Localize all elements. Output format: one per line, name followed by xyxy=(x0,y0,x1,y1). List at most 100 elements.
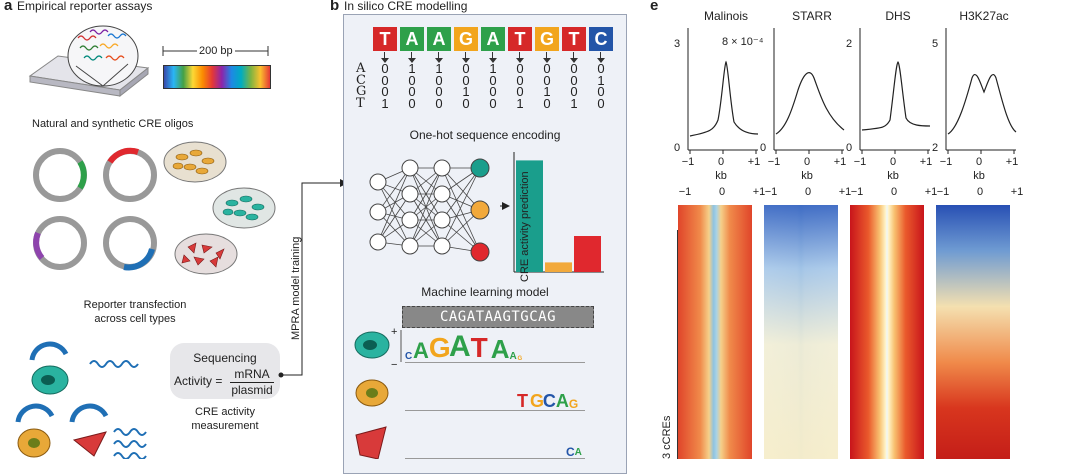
logo-letter: A xyxy=(555,391,569,411)
matrix-cell: 0 xyxy=(381,72,389,88)
matrix-cell: 1 xyxy=(597,72,605,88)
oligos-label: Natural and synthetic CRE oligos xyxy=(32,118,194,130)
logo-letter: T xyxy=(470,332,488,363)
profile-x-tick-label: −1 xyxy=(939,156,953,168)
panel-a-title: Empirical reporter assays xyxy=(17,0,153,13)
heatmap xyxy=(850,205,924,459)
profile-curve xyxy=(775,72,845,135)
fraction-line xyxy=(230,382,274,383)
matrix-row-label: A xyxy=(356,61,366,76)
sequence-letter: A xyxy=(400,27,424,51)
profile-exponent: 8 × 10⁻⁴ xyxy=(722,36,764,48)
matrix-cell: 0 xyxy=(516,61,524,76)
sequence-arrow xyxy=(465,52,466,60)
motif-cell-icons xyxy=(354,331,390,459)
logo-letter: A xyxy=(449,330,471,363)
prediction-axis-label: CRE activity prediction xyxy=(519,171,531,282)
matrix-cell: 1 xyxy=(543,84,551,99)
sequence-arrow-head xyxy=(408,58,416,63)
plus-minus-axis xyxy=(400,330,402,362)
oligo-color-bar xyxy=(163,65,271,89)
matrix-cell: 0 xyxy=(408,72,416,88)
transfected-cells-illustration xyxy=(15,341,147,459)
nn-node xyxy=(401,159,419,177)
nn-node xyxy=(401,237,419,255)
profile-plot xyxy=(859,28,931,154)
matrix-cell: 0 xyxy=(597,61,605,76)
matrix-cell: 1 xyxy=(435,61,443,76)
minus-label: − xyxy=(391,359,398,371)
nn-edge xyxy=(441,167,481,253)
sequence-letter: T xyxy=(508,27,532,51)
sequence-arrow xyxy=(519,52,520,60)
logo-letter: A xyxy=(509,351,517,362)
profile-x-tick-label: +1 xyxy=(833,156,847,168)
profile-y-tick: 0 xyxy=(674,142,681,154)
prediction-bar xyxy=(574,236,601,272)
logo-letter: C xyxy=(542,391,556,411)
profile-x-tick-label: 0 xyxy=(803,156,811,168)
profile-title: STARR xyxy=(792,9,832,23)
nn-node xyxy=(369,173,387,191)
matrix-cell: 0 xyxy=(543,95,551,111)
logo-letter: A xyxy=(574,447,582,458)
nn-edge xyxy=(441,167,481,221)
kb-label: kb xyxy=(715,170,727,182)
logo-letter: G xyxy=(428,332,451,363)
heatmap-x-tick-label: +1 xyxy=(1010,186,1024,198)
matrix-cell: 0 xyxy=(570,61,578,76)
matrix-cell: 0 xyxy=(597,95,605,111)
microarray-chip-illustration xyxy=(28,25,150,98)
heatmap xyxy=(678,205,752,459)
nn-edge xyxy=(409,193,443,247)
heatmap-x-tick-label: +1 xyxy=(752,186,766,198)
panel-b-letter: b xyxy=(330,0,340,14)
heatmap-x-tick-label: −1 xyxy=(678,186,692,198)
profile-curve xyxy=(861,61,931,131)
matrix-row-label: T xyxy=(356,95,365,111)
encoding-label: One-hot sequence encoding xyxy=(409,128,561,142)
cre-bracket xyxy=(677,230,678,459)
logo-baseline xyxy=(405,410,585,411)
heatmap-x-tick-label: 0 xyxy=(718,186,726,198)
profile-x-tick-label: +1 xyxy=(919,156,933,168)
cre-count-label: 3 cCREs xyxy=(661,415,673,459)
nn-node xyxy=(401,185,419,203)
training-label: MPRA model training xyxy=(290,236,302,340)
profile-y-tick: 2 xyxy=(932,142,939,154)
sequence-arrow xyxy=(411,52,412,60)
nn-node xyxy=(433,185,451,203)
plus-label: + xyxy=(391,326,398,338)
matrix-cell: 0 xyxy=(543,61,551,76)
measure-label-2: measurement xyxy=(191,420,259,432)
heatmap-x-tick-label: −1 xyxy=(764,186,778,198)
nn-edge xyxy=(377,167,411,213)
nn-edge xyxy=(409,167,443,221)
sequence-arrow xyxy=(600,52,601,60)
nn-edge xyxy=(441,193,481,253)
nn-node xyxy=(369,203,387,221)
matrix-cell: 0 xyxy=(381,61,389,76)
nn-edge xyxy=(409,167,443,247)
sequence-arrow xyxy=(546,52,547,60)
nn-edge xyxy=(377,167,411,243)
kb-label: kb xyxy=(801,170,813,182)
panel-e-letter: e xyxy=(650,0,659,14)
panel-a-letter: a xyxy=(4,0,13,14)
profile-plot xyxy=(945,28,1017,154)
profile-title: Malinois xyxy=(703,9,748,23)
sequence-arrow xyxy=(438,52,439,60)
transfection-label-1: Reporter transfection xyxy=(83,299,187,311)
matrix-cell: 1 xyxy=(408,61,416,76)
matrix-cell: 0 xyxy=(462,95,470,111)
profile-x-tick-label: 0 xyxy=(889,156,897,168)
logo-letter: C xyxy=(566,445,575,459)
sequence-letter: A xyxy=(481,27,505,51)
heatmap-x-tick-label: 0 xyxy=(976,186,984,198)
profile-x-tick-label: 0 xyxy=(975,156,983,168)
profile-y-tick: 5 xyxy=(932,38,939,50)
sequence-arrow xyxy=(384,52,385,60)
prediction-bar xyxy=(545,262,572,272)
profile-y-tick: 0 xyxy=(846,142,853,154)
nn-node xyxy=(401,211,419,229)
